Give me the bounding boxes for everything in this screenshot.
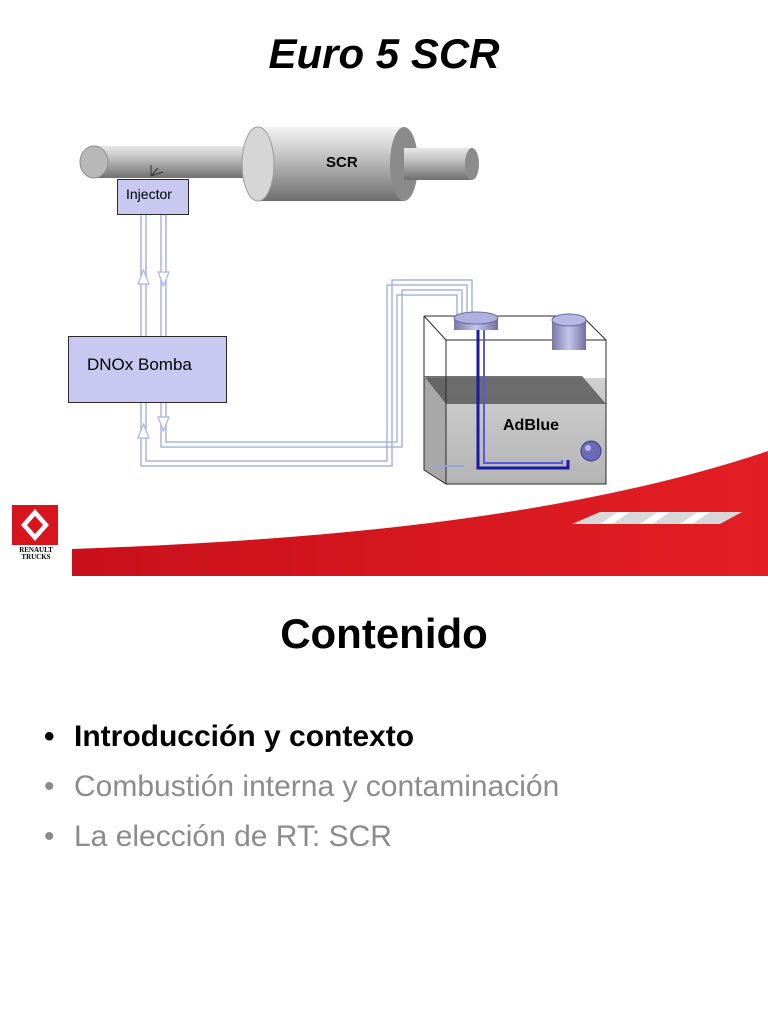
flow-arrows (137, 268, 170, 439)
renault-trucks-logo-icon (12, 505, 58, 545)
bullet-list: • Introducción y contexto • Combustión int… (44, 712, 559, 862)
adblue-tank (423, 311, 607, 485)
bullet-item: • Introducción y contexto (44, 712, 559, 762)
slide-contenido: Contenido • Introducción y contexto • Comb… (0, 578, 768, 1024)
slide-title: Euro 5 SCR (268, 30, 500, 77)
bullet-item: • La elección de RT: SCR (44, 812, 559, 862)
adblue-label: AdBlue (503, 417, 559, 434)
bullet-icon: • (44, 720, 55, 753)
slide-euro5-scr: Euro 5 SCR (0, 30, 768, 576)
scr-system-diagram (0, 126, 768, 576)
bullet-item: • Combustión interna y contaminación (44, 762, 559, 812)
slide-title: Contenido (280, 610, 488, 657)
bullet-text: Introducción y contexto (74, 720, 415, 753)
dosing-lines (140, 215, 473, 467)
bullet-icon: • (44, 820, 55, 853)
bullet-icon: • (44, 770, 55, 803)
injector-box: Injector (117, 179, 189, 215)
brand-swoosh (0, 449, 768, 576)
pump-label: DNOx Bomba (87, 355, 192, 374)
injector-nozzle (150, 165, 164, 177)
logo-text-line2: TRUCKS (21, 553, 51, 561)
dnox-pump-box: DNOx Bomba (68, 336, 227, 403)
exhaust-pipe-outlet (404, 148, 479, 180)
bullet-text: Combustión interna y contaminación (74, 770, 560, 803)
logo-text: RENAULT TRUCKS (14, 547, 58, 561)
injector-label: Injector (126, 186, 172, 202)
logo-text-line1: RENAULT (19, 546, 53, 554)
bullet-text: La elección de RT: SCR (74, 820, 392, 853)
scr-label: SCR (326, 154, 358, 171)
scr-catalyst (241, 126, 418, 202)
